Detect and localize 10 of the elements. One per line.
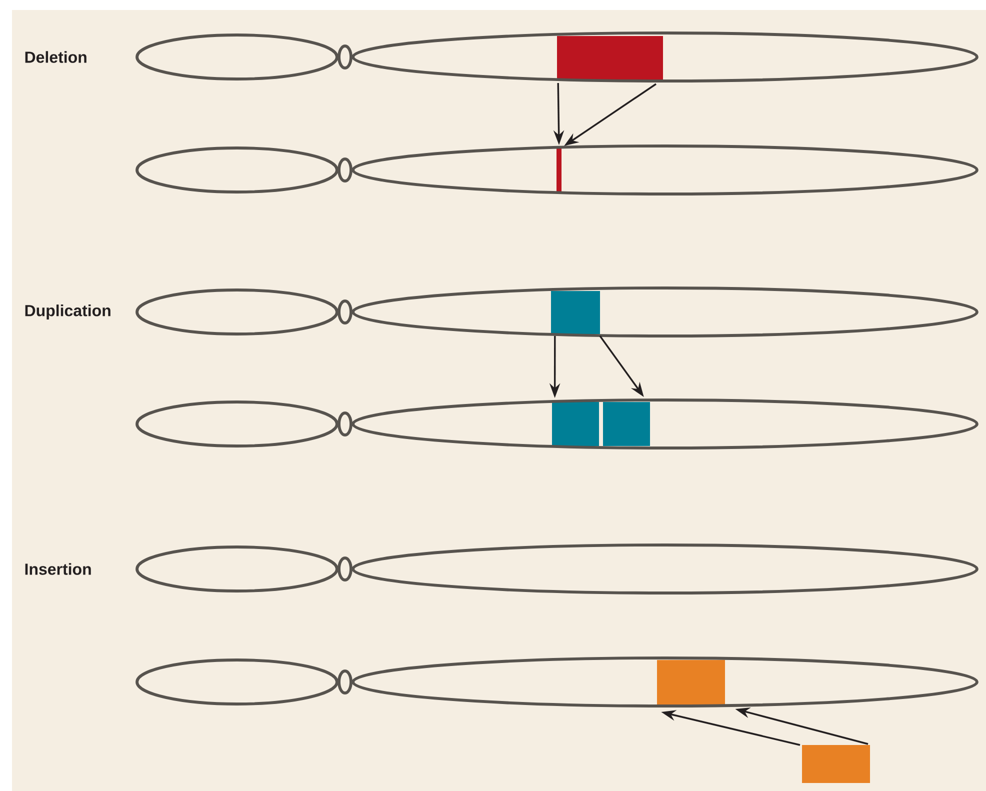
segment-block xyxy=(552,402,599,446)
segment-block xyxy=(557,36,663,81)
segment-block xyxy=(551,291,600,334)
segment-block xyxy=(657,660,725,705)
row-label: Duplication xyxy=(25,304,110,320)
segment-block xyxy=(603,402,650,446)
row-label: Deletion xyxy=(25,51,86,63)
deletion-mark xyxy=(556,148,562,192)
segment-block xyxy=(802,745,870,783)
row-label: Insertion xyxy=(25,563,91,575)
